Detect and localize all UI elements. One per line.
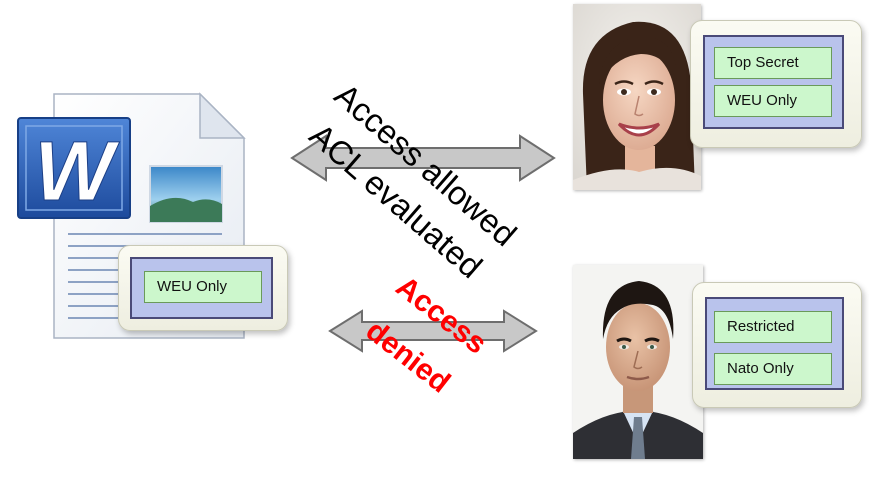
allowed-user-tag-2: WEU Only xyxy=(714,85,832,117)
access-denied-arrow xyxy=(328,309,538,353)
document-label-tag: WEU Only xyxy=(144,271,262,303)
access-allowed-arrow xyxy=(290,134,556,182)
denied-user-tag-1: Restricted xyxy=(714,311,832,343)
denied-user-tag-2: Nato Only xyxy=(714,353,832,385)
man-in-suit-photo xyxy=(573,265,703,459)
smiling-woman-photo xyxy=(573,4,701,190)
allowed-user-tag-1: Top Secret xyxy=(714,47,832,79)
svg-text:W: W xyxy=(34,124,120,218)
